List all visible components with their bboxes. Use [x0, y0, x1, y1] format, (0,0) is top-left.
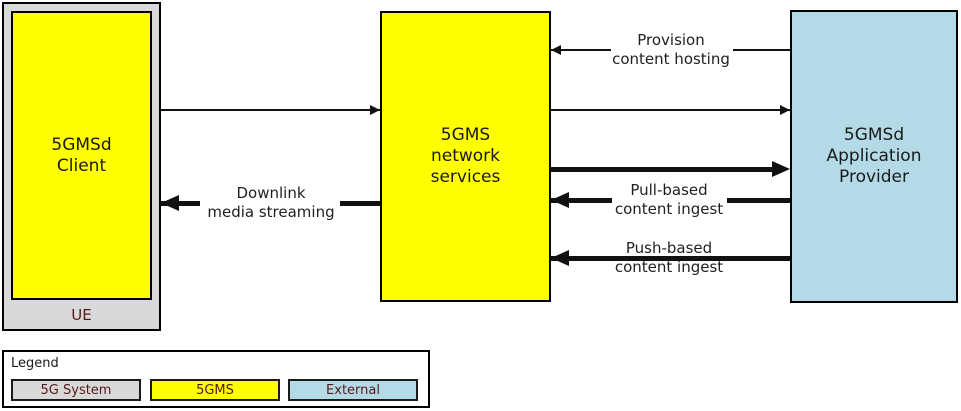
node-5gmsd-application-provider: 5GMSd Application Provider	[790, 10, 958, 303]
legend-swatch-5gms-label: 5GMS	[196, 382, 234, 398]
node-ue: 5GMSd Client UE	[2, 2, 161, 331]
arrowhead-right-icon	[370, 105, 380, 115]
edge-line	[733, 49, 790, 51]
edge-line	[727, 198, 790, 203]
node-5gmsd-client: 5GMSd Client	[11, 11, 152, 300]
edge-label-push: Push-based content ingest	[614, 239, 724, 276]
arrowhead-left-icon	[551, 250, 569, 266]
node-5gmsd-application-provider-label: 5GMSd Application Provider	[826, 125, 922, 187]
node-ue-label: UE	[71, 306, 92, 324]
legend-swatch-external-label: External	[326, 382, 380, 398]
edge-line	[551, 256, 790, 261]
arrowhead-left-icon	[551, 45, 561, 55]
legend-swatch-5g-system: 5G System	[11, 379, 141, 401]
node-5gms-network-services: 5GMS network services	[380, 11, 551, 302]
node-5gmsd-client-label: 5GMSd Client	[51, 134, 112, 176]
edge-line	[551, 49, 611, 51]
legend-swatch-5g-system-label: 5G System	[40, 382, 112, 398]
legend-swatch-5gms: 5GMS	[150, 379, 280, 401]
edge-line	[551, 109, 790, 111]
edge-line	[161, 201, 200, 206]
edge-line	[551, 167, 773, 172]
edge-label-downlink: Downlink media streaming	[207, 184, 335, 221]
edge-line	[340, 201, 380, 206]
legend-swatch-external: External	[288, 379, 418, 401]
edge-label-provision: Provision content hosting	[612, 31, 730, 68]
arrowhead-right-icon	[772, 161, 790, 177]
arrowhead-left-icon	[551, 192, 569, 208]
edge-line	[551, 198, 612, 203]
arrowhead-left-icon	[161, 195, 179, 211]
edge-label-pull: Pull-based content ingest	[614, 181, 724, 218]
node-5gms-network-services-label: 5GMS network services	[430, 125, 501, 187]
edge-line	[161, 109, 380, 111]
legend-title: Legend	[11, 356, 59, 371]
arrowhead-right-icon	[780, 105, 790, 115]
